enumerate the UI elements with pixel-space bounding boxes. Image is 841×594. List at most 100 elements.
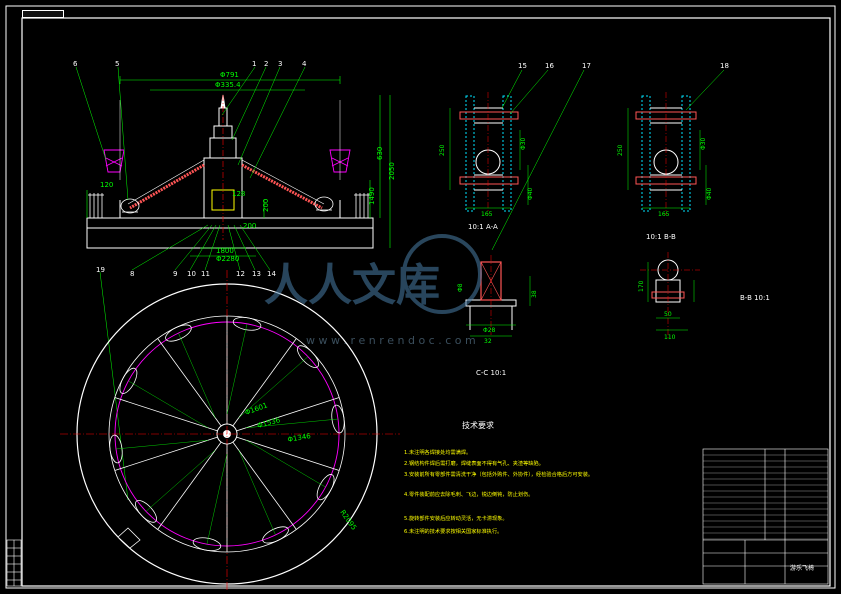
swing-seat bbox=[192, 537, 222, 552]
revision-strip bbox=[6, 539, 22, 587]
view-bb-lower bbox=[640, 252, 700, 340]
spoke bbox=[232, 338, 297, 427]
support-arm-right bbox=[241, 159, 325, 210]
spoke bbox=[236, 397, 340, 432]
swing-seat bbox=[119, 367, 138, 394]
chain-line bbox=[226, 323, 248, 415]
bill-of-materials bbox=[703, 454, 828, 540]
swing-seat bbox=[262, 526, 289, 544]
view-aa-callouts: 15 16 17 bbox=[518, 62, 591, 70]
swing-seat bbox=[296, 345, 319, 368]
title-block bbox=[702, 448, 829, 585]
inner-border bbox=[21, 17, 831, 587]
view-aa-title: 10:1 A-A bbox=[468, 223, 498, 231]
chain-line bbox=[128, 380, 209, 428]
callout-number: 4 bbox=[302, 60, 307, 68]
note-item: 2.钢结构件焊后需打磨，焊缝表面不得有气孔、夹渣等缺陷。 bbox=[404, 459, 544, 467]
chain-line bbox=[245, 440, 326, 488]
dim-text: 165 bbox=[481, 211, 493, 218]
drawing-title: 游乐飞椅 bbox=[790, 564, 814, 572]
note-item: 3.安装前所有零部件需清洗干净（包括外购件、外协件），经检验合格后方可安装。 bbox=[404, 470, 593, 478]
swing-seat bbox=[316, 474, 335, 501]
view-bb-lower-title: B-B 10:1 bbox=[740, 294, 770, 302]
dim-text: Φ40 bbox=[527, 187, 534, 200]
note-item: 4.零件装配前应去除毛刺、飞边，锐边倒钝，防止划伤。 bbox=[404, 490, 533, 498]
swing-seat-left bbox=[103, 149, 125, 173]
chain-line bbox=[115, 439, 208, 450]
notes-list: 1.未注明各焊接处均需满焊。 2.钢结构件焊后需打磨，焊缝表面不得有气孔、夹渣等… bbox=[404, 448, 593, 535]
front-dimension-lines bbox=[86, 76, 391, 257]
view-cc-title: C-C 10:1 bbox=[476, 369, 506, 377]
dim-text: Φ30 bbox=[700, 137, 707, 150]
view-bb-lower-texts: 170 50 110 bbox=[638, 280, 676, 341]
dim-text: Φ1346 bbox=[287, 432, 312, 444]
central-column bbox=[203, 94, 243, 240]
callout-number: 9 bbox=[173, 270, 177, 278]
view-bb bbox=[627, 69, 725, 215]
callout-number: 12 bbox=[236, 270, 245, 278]
plan-view bbox=[60, 270, 400, 590]
callout-number: 3 bbox=[278, 60, 282, 68]
dim-text: 250 bbox=[617, 144, 624, 156]
dim-text: Φ1601 bbox=[244, 401, 269, 416]
seat-left bbox=[120, 198, 140, 214]
callout-number: 5 bbox=[115, 60, 119, 68]
dim-text: 170 bbox=[638, 280, 645, 292]
dim-text: 1800 bbox=[216, 247, 234, 255]
dim-text: 200 bbox=[262, 199, 270, 212]
dim-text: 32 bbox=[484, 338, 492, 345]
chain-line bbox=[238, 450, 276, 536]
chain-line bbox=[145, 450, 216, 512]
callout-number: 16 bbox=[545, 62, 554, 70]
dim-text: Φ40 bbox=[706, 187, 713, 200]
callout-number: 18 bbox=[720, 62, 729, 70]
callout-number: 2 bbox=[264, 60, 268, 68]
watermark-brand: 人人文库 bbox=[264, 260, 440, 311]
swing-seat bbox=[232, 316, 262, 331]
ring-cutaway bbox=[117, 527, 141, 549]
front-callout-leaders bbox=[75, 66, 306, 501]
swing-seat bbox=[135, 500, 158, 523]
callout-number: 10 bbox=[187, 270, 196, 278]
chain-line bbox=[238, 356, 309, 418]
note-item: 1.未注明各焊接处均需满焊。 bbox=[404, 448, 471, 456]
front-dimension-texts: Φ791 Φ335.4 630 1490 2050 120 128 200 18… bbox=[100, 71, 396, 263]
spoke bbox=[157, 441, 222, 530]
dim-text: Φ2280 bbox=[216, 255, 239, 263]
spoke bbox=[114, 436, 218, 471]
watermark-logo-ring bbox=[402, 234, 482, 314]
dim-text: Φ28 bbox=[483, 327, 496, 334]
dim-text: 128 bbox=[232, 190, 245, 198]
dim-text: 1490 bbox=[368, 187, 376, 205]
front-view bbox=[86, 76, 391, 257]
dim-text: Φ30 bbox=[520, 137, 527, 150]
view-aa bbox=[449, 69, 585, 251]
chain-line bbox=[178, 332, 216, 418]
callout-number: 1 bbox=[252, 60, 256, 68]
dim-text: Φ8 bbox=[457, 283, 464, 292]
view-bb-texts: 250 Φ30 Φ40 165 bbox=[617, 137, 713, 218]
fence-left bbox=[88, 193, 104, 218]
dim-text: Φ791 bbox=[220, 71, 239, 79]
fence-right bbox=[354, 193, 370, 218]
front-callouts: 6 5 1 2 3 4 8 9 10 11 12 13 14 bbox=[73, 60, 307, 278]
note-item: 6.未注明的技术要求按相关国家标准执行。 bbox=[404, 527, 502, 535]
swing-seat bbox=[109, 434, 123, 464]
notes-title: 技术要求 bbox=[462, 420, 494, 430]
callout-number: 19 bbox=[96, 266, 105, 274]
dim-text: 250 bbox=[439, 144, 446, 156]
view-cc bbox=[465, 255, 531, 337]
note-item: 5.旋转部件安装后应转动灵活，无卡滞现象。 bbox=[404, 514, 508, 522]
view-aa-texts: 250 Φ30 Φ40 165 bbox=[439, 137, 534, 218]
callout-number: 14 bbox=[267, 270, 276, 278]
callout-number: 8 bbox=[130, 270, 134, 278]
watermark-url: w w w . r e n r e n d o c . c o m bbox=[306, 334, 476, 347]
dim-text: 2050 bbox=[388, 162, 396, 180]
dim-text: 50 bbox=[664, 311, 672, 318]
support-arm-left bbox=[127, 159, 205, 210]
dim-text: 120 bbox=[100, 181, 113, 189]
spoke bbox=[236, 436, 340, 471]
dim-text: 200 bbox=[243, 222, 256, 230]
callout-number: 13 bbox=[252, 270, 261, 278]
